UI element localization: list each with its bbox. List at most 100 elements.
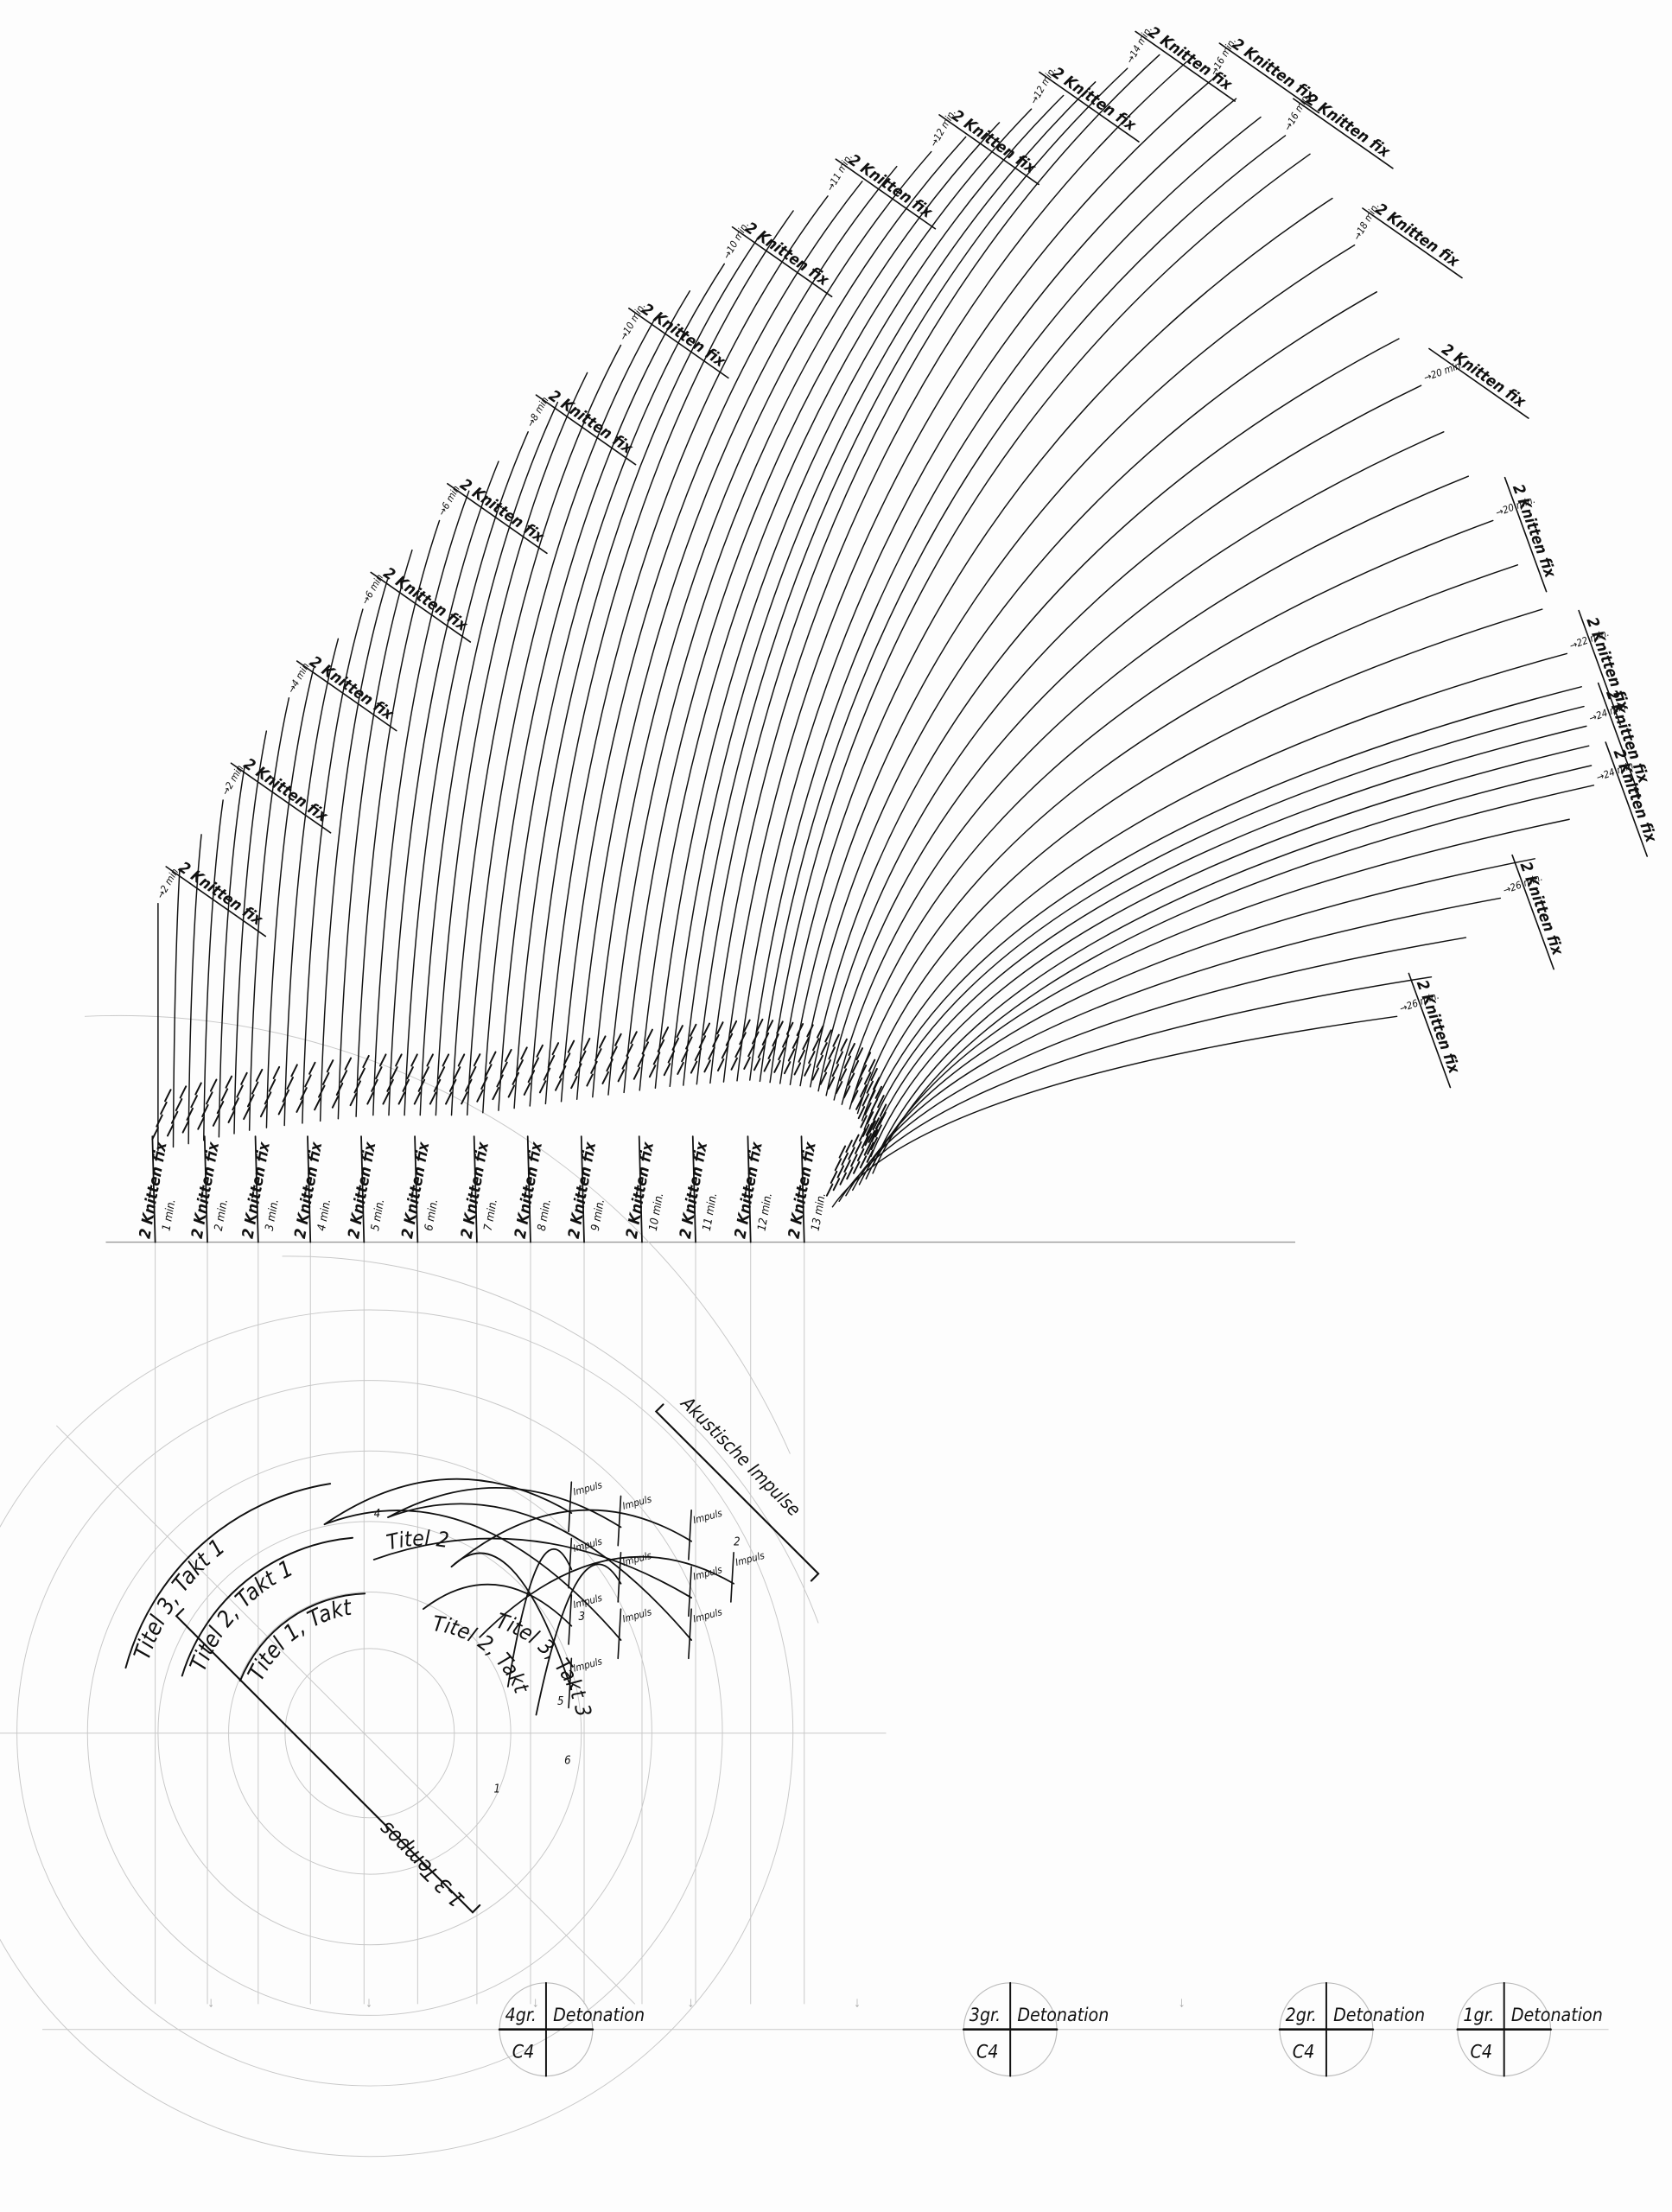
hatch-mark (375, 1066, 383, 1080)
hatch-mark (855, 1096, 863, 1110)
hatch-mark (856, 1148, 865, 1162)
fix-label-underline (1428, 347, 1529, 419)
impulse-label: Impuls (734, 1549, 766, 1569)
fan-arrow (759, 135, 1287, 1083)
down-arrow-icon: ↓ (366, 1994, 372, 2011)
impulse-curve (323, 1510, 622, 1641)
hatch-mark (671, 1037, 680, 1051)
hatch-mark (857, 1106, 866, 1120)
hatch-mark (563, 1052, 571, 1066)
column-stem (254, 1135, 259, 1243)
hatch-mark (362, 1054, 370, 1068)
column-time-label: 3 min. (264, 1198, 282, 1232)
hatch-mark (590, 1060, 598, 1074)
fix-label-underline (1218, 42, 1320, 114)
hatch-mark (708, 1046, 715, 1060)
column-time-label: 8 min. (536, 1198, 554, 1232)
hatch-mark (236, 1084, 244, 1098)
hatch-mark (698, 1035, 707, 1049)
fix-label-group: 2 Knitten fix (1293, 91, 1394, 169)
hatch-mark (802, 1037, 810, 1051)
column-stem (414, 1135, 419, 1243)
hatch-mark (816, 1054, 823, 1068)
hatch-mark (371, 1078, 378, 1092)
impulse-label: Impuls (572, 1655, 604, 1675)
hatch-mark (527, 1070, 536, 1084)
hatch-mark (785, 1021, 794, 1035)
hatch-mark (798, 1049, 805, 1063)
fan-arrow (302, 608, 364, 1124)
hatch-mark (716, 1058, 725, 1072)
hatch-mark (516, 1059, 524, 1073)
impulse-stem (617, 1552, 622, 1603)
hatch-mark (326, 1059, 334, 1073)
hatch-mark (848, 1042, 855, 1057)
note-label: C4 (1470, 2041, 1491, 2063)
concentric-guide-circle (86, 1450, 652, 2016)
hatch-mark (827, 1076, 836, 1090)
fix-label-group: 2 Knitten fix (1504, 476, 1560, 593)
fix-label-underline (1578, 609, 1621, 726)
hatch-mark (547, 1054, 556, 1068)
hatch-mark (397, 1091, 406, 1105)
impulse-stem (688, 1510, 692, 1560)
hatch-mark (812, 1038, 820, 1052)
hatch-mark (433, 1078, 442, 1092)
concentric-guide-circle (16, 1380, 723, 2087)
hatch-mark (694, 1047, 702, 1061)
hatch-mark (626, 1043, 633, 1057)
column-stem (526, 1135, 531, 1243)
hatch-mark (864, 1102, 872, 1116)
hatch-mark (349, 1093, 358, 1107)
hatch-mark (194, 1082, 202, 1096)
fix-label-underline (535, 394, 637, 466)
column-time-label: 1 min. (160, 1198, 178, 1232)
fan-arrow (372, 490, 470, 1116)
hatch-mark (232, 1097, 239, 1111)
impulse-curve (479, 1555, 735, 1638)
hatch-mark (773, 1059, 781, 1073)
hatch-mark (743, 1019, 751, 1033)
hatch-mark (791, 1035, 800, 1049)
hatch-mark (536, 1044, 544, 1058)
hatch-mark (259, 1104, 268, 1118)
fan-arrow (736, 98, 1237, 1082)
hatch-mark (859, 1155, 868, 1169)
hatch-mark (429, 1091, 437, 1105)
hatch-mark (314, 1097, 321, 1111)
hatch-mark (523, 1082, 531, 1096)
hatch-mark (661, 1027, 670, 1040)
hatch-mark (877, 1095, 885, 1109)
hatch-mark (340, 1070, 348, 1084)
hatch-mark (264, 1091, 272, 1105)
hatch-mark (382, 1091, 390, 1105)
cue-number: 2 (734, 1536, 740, 1549)
cue-number: 6 (564, 1755, 570, 1768)
hatch-mark (879, 1111, 887, 1125)
column-stem (691, 1135, 696, 1243)
hatch-mark (166, 1123, 175, 1137)
fan-arrow (529, 210, 794, 1107)
hatch-mark (489, 1051, 497, 1065)
column-time-label: 10 min. (647, 1192, 667, 1231)
hatch-mark (870, 1128, 879, 1142)
hatch-mark (617, 1069, 626, 1083)
hatch-mark (318, 1084, 326, 1098)
hatch-mark (820, 1042, 828, 1056)
impulse-bracket-label: Akustische Impulse (676, 1392, 804, 1521)
hatch-mark (831, 1064, 840, 1077)
hatch-mark (752, 1031, 760, 1045)
hatch-mark (824, 1029, 832, 1043)
hatch-mark (614, 1033, 622, 1046)
impulse-stem (568, 1481, 573, 1533)
hatch-mark (850, 1154, 858, 1167)
hatch-mark (874, 1116, 883, 1130)
hatch-mark (677, 1061, 684, 1075)
construction-grid: ↓↓↓↓↓↓ (0, 1014, 1609, 2158)
hatch-mark (594, 1048, 602, 1062)
hatch-mark (806, 1024, 814, 1038)
impulse-label: Impuls (691, 1507, 723, 1527)
